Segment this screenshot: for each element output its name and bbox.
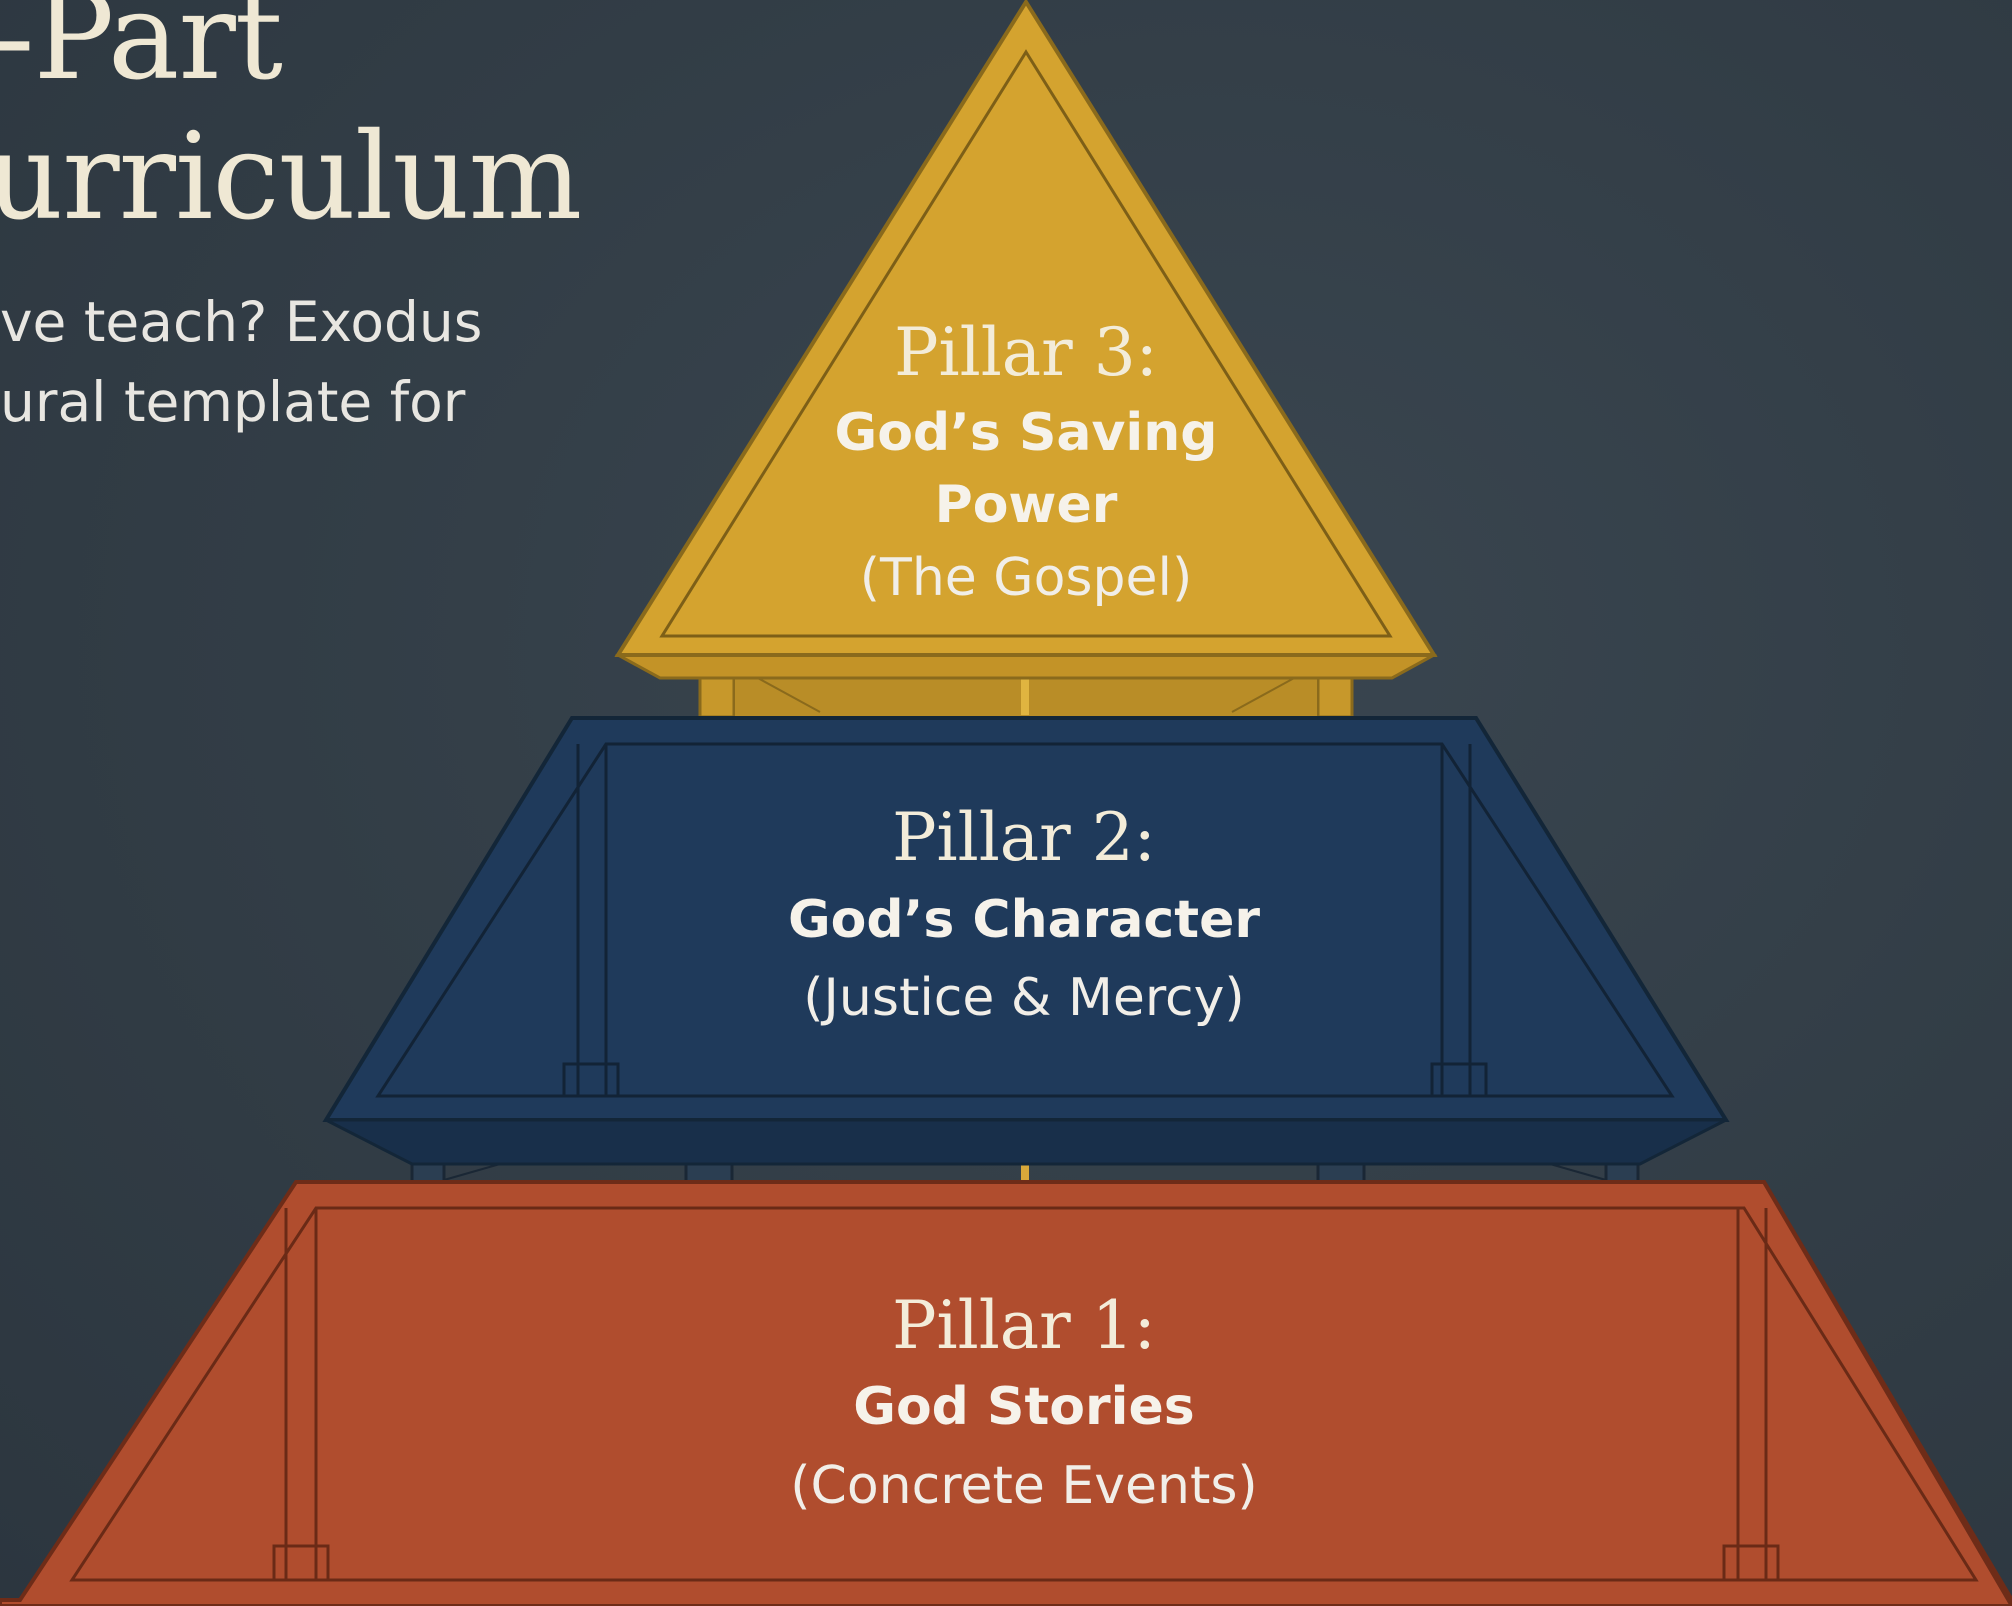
pillar-3-shape [614, 0, 1438, 657]
pillar-1-tier: Pillar 1: God Stories (Concrete Events) [0, 1180, 2012, 1606]
pillar-3-name-line-1: God’s Saving [835, 403, 1218, 463]
pillar-3-tier: Pillar 3: God’s Saving Power (The Gospel… [614, 0, 1438, 719]
slide-subtitle-line-2: ural template for [0, 370, 466, 434]
pillar-2-tier: Pillar 2: God’s Character (Justice & Mer… [322, 716, 1730, 1184]
slide-title-line-1: -Part [0, 0, 283, 107]
pillar-2-description: (Justice & Mercy) [803, 968, 1244, 1028]
slide-title-line-2: urriculum [0, 108, 582, 247]
pillar-3-heading: Pillar 3: [894, 314, 1158, 391]
pillar-1-heading: Pillar 1: [892, 1287, 1156, 1364]
pillar-3-name-line-2: Power [935, 475, 1118, 535]
pillar-1-description: (Concrete Events) [790, 1456, 1257, 1516]
pillar-2-name: God’s Character [788, 890, 1260, 950]
pillar-2-heading: Pillar 2: [892, 799, 1156, 876]
pillar-3-description: (The Gospel) [860, 548, 1192, 608]
pillar-1-name: God Stories [853, 1377, 1194, 1437]
slide-subtitle-line-1: ve teach? Exodus [0, 290, 483, 354]
